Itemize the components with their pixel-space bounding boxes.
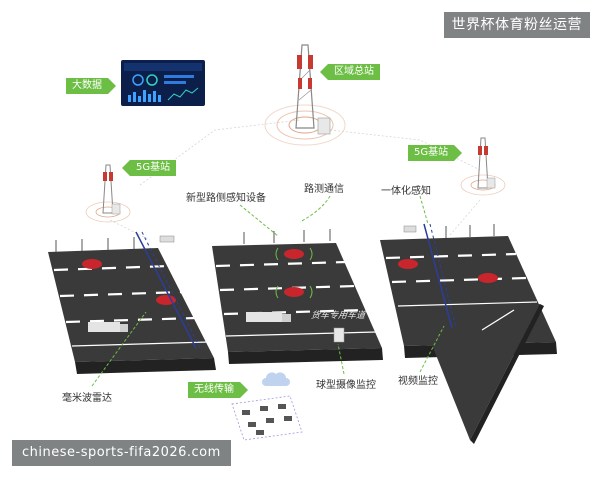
label-video: 视频监控 [398, 376, 438, 387]
label-roadside-device: 新型路侧感知设备 [186, 193, 266, 204]
label-truck-lane: 货车专用车道 [309, 311, 368, 321]
road-segment-left [48, 231, 216, 374]
regional-tower [264, 44, 346, 146]
base-5g-tower-right [460, 137, 506, 196]
callout-leaders [91, 195, 445, 387]
tag-5g-base-right: 5G基站 [408, 145, 463, 161]
tag-regional-station: 区域总站 [320, 64, 380, 80]
big-data-dashboard [121, 60, 205, 106]
label-radar: 毫米波雷达 [62, 393, 112, 404]
tag-big-data: 大数据 [66, 78, 116, 94]
road-segment-middle [212, 229, 383, 364]
base-5g-tower-left [85, 164, 131, 223]
label-road-comm: 路测通信 [304, 184, 344, 195]
car [82, 259, 176, 305]
car [398, 259, 498, 283]
site-url-badge[interactable]: chinese-sports-fifa2026.com [12, 440, 231, 466]
car [284, 249, 304, 297]
label-dome-camera: 球型摄像监控 [316, 380, 376, 391]
tag-wireless: 无线传输 [188, 382, 248, 398]
network-links [109, 119, 481, 241]
road-segment-right [380, 223, 557, 444]
label-integrated: 一体化感知 [381, 186, 431, 197]
iot-sensor-cluster [231, 372, 303, 441]
tag-5g-base-left: 5G基站 [121, 160, 177, 176]
truck [246, 312, 291, 322]
truck [88, 322, 128, 332]
brand-badge: 世界杯体育粉丝运营 [443, 12, 590, 38]
